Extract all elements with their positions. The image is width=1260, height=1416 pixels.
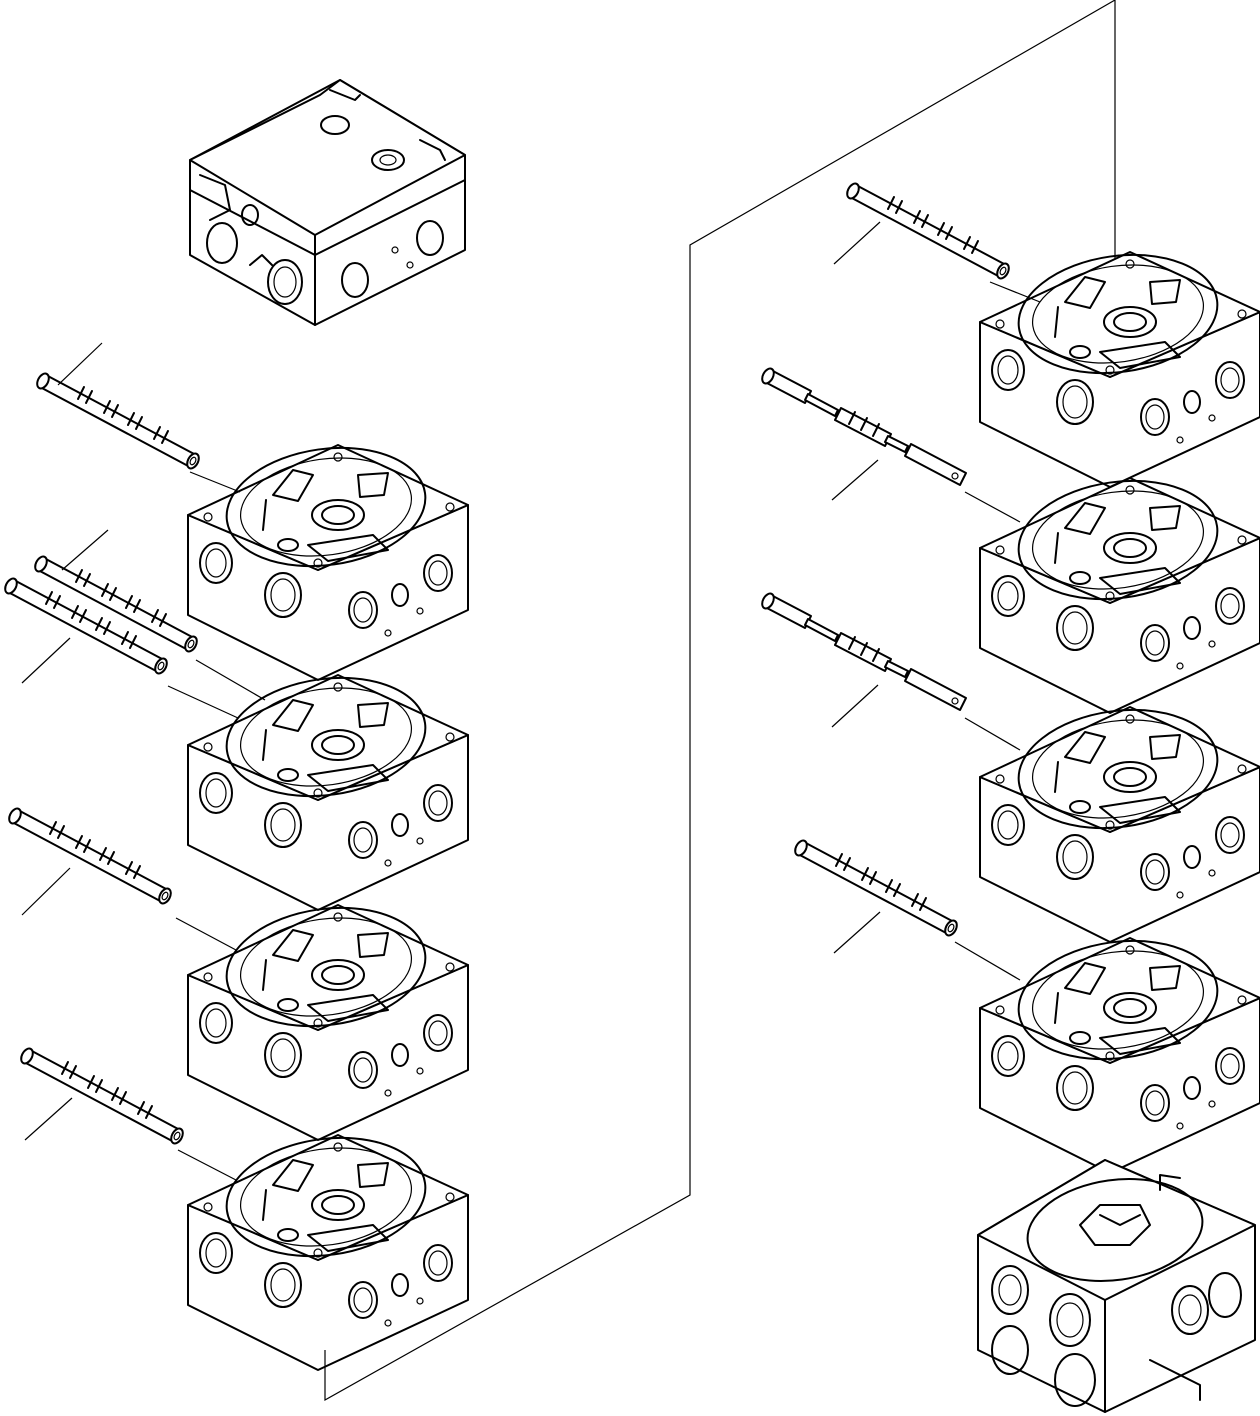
right-section-2 [979,467,1260,714]
right-leader-lines [954,281,1041,981]
left-leader-lines [167,471,266,1181]
right-spool-2 [758,365,967,486]
end-block [977,1159,1256,1413]
right-spool-4 [791,837,961,939]
right-callout-lines [831,221,881,954]
left-section-1 [187,434,469,681]
left-callout-lines [21,342,109,1141]
left-spool-4 [5,805,175,907]
left-spool-5 [17,1045,187,1147]
top-cover-block [189,79,466,326]
right-section-1 [979,241,1260,488]
left-section-3 [187,894,469,1141]
left-spool-1 [33,370,203,472]
left-section-2 [187,664,469,911]
right-section-4 [979,927,1260,1174]
right-spool-3 [758,590,967,711]
left-section-4 [187,1124,469,1371]
right-section-3 [979,696,1260,943]
assembly-connector-line [324,0,1116,1402]
